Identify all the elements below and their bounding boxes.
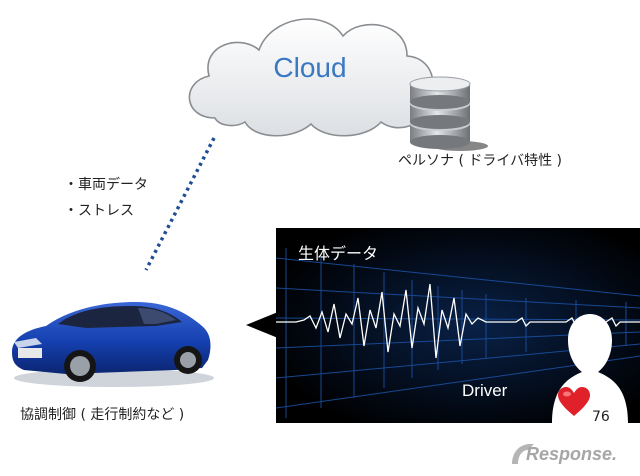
vehicle-data-item: ・車両データ xyxy=(64,177,148,193)
persona-label: ペルソナ ( ドライバ特性 ) xyxy=(398,153,562,169)
cloud-label: Cloud xyxy=(273,52,347,83)
cooperative-control-label: 協調制御 ( 走行制約など ) xyxy=(20,407,185,423)
stress-item: ・ストレス xyxy=(64,203,134,219)
response-logo-icon xyxy=(512,444,534,464)
heart-icon xyxy=(558,387,590,416)
heart-rate-value: 76 xyxy=(592,409,610,425)
vehicle-data-list: ・車両データ ・ストレス xyxy=(64,172,148,224)
panel-pointer xyxy=(246,312,278,338)
response-watermark: Response. xyxy=(526,444,618,464)
biometric-data-label: 生体データ xyxy=(298,244,379,263)
driver-label: Driver xyxy=(462,381,508,400)
cloud-shape xyxy=(188,18,434,137)
database-icon xyxy=(409,76,488,151)
car-image xyxy=(12,302,214,387)
